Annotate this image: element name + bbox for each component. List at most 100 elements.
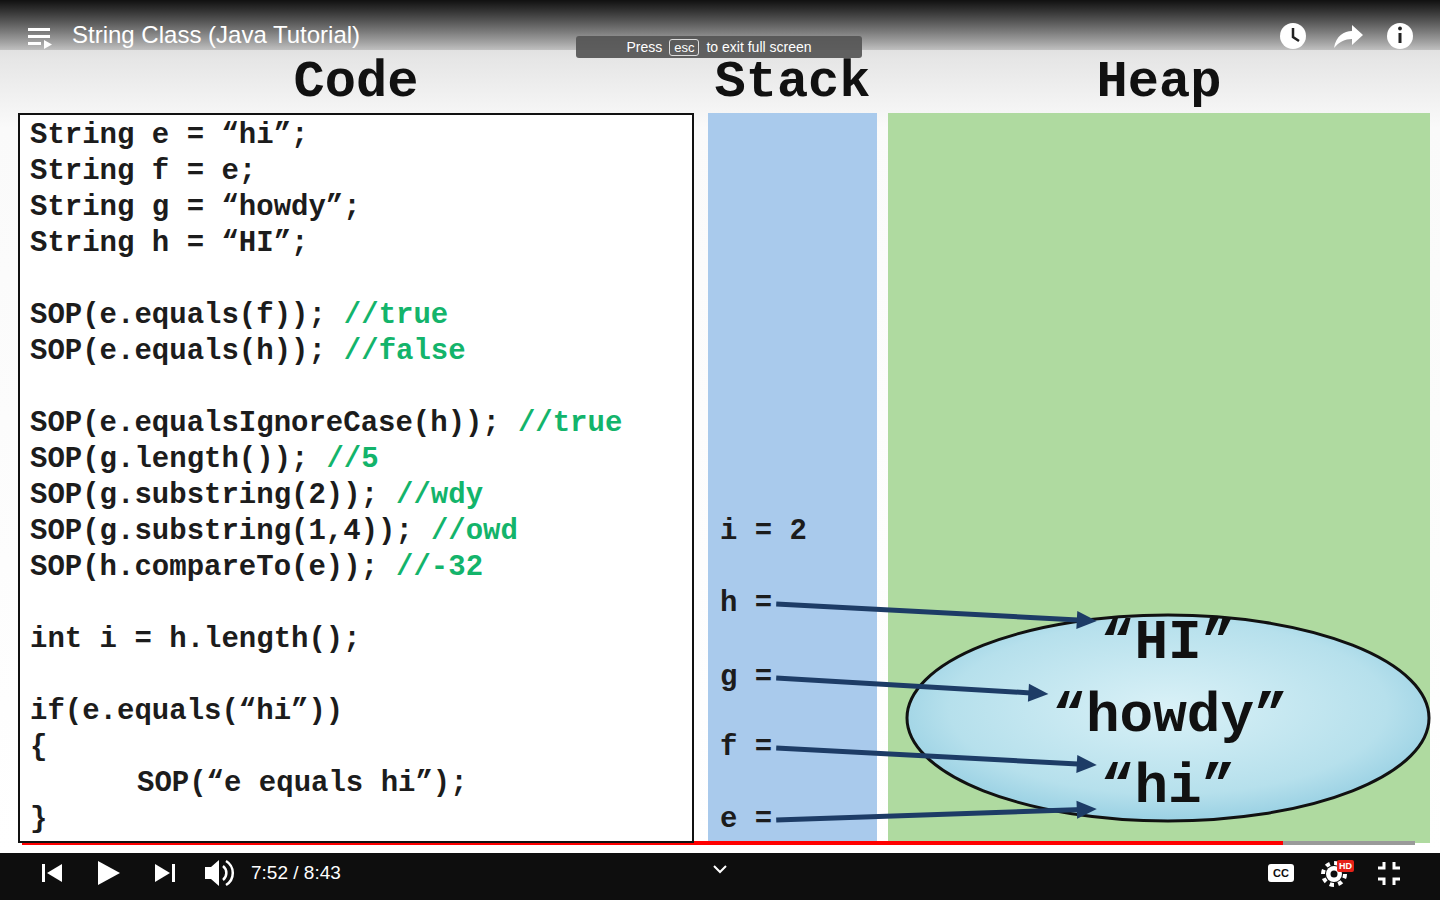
reference-line: [776, 678, 1034, 693]
code-text: SOP(“e equals hi”);: [137, 767, 468, 800]
code-line: SOP(g.substring(1,4)); //owd: [30, 514, 518, 550]
panel-heading: Heap: [888, 57, 1430, 109]
code-text: String g = “howdy”;: [30, 191, 361, 224]
code-line: String f = e;: [30, 154, 256, 190]
hint-text: Press: [626, 38, 662, 56]
variable-name: h =: [720, 587, 772, 620]
code-line: String h = “HI”;: [30, 226, 308, 262]
code-text: String f = e;: [30, 155, 256, 188]
reference-arrow: [776, 604, 1097, 629]
fullscreen-hint: Pressescto exit full screen: [576, 36, 862, 58]
code-text: }: [30, 803, 47, 836]
variable-name: f =: [720, 731, 772, 764]
code-line: SOP(e.equalsIgnoreCase(h)); //true: [30, 406, 622, 442]
code-comment: //false: [344, 335, 466, 368]
string-literal: “HI”: [1101, 611, 1235, 675]
code-line: String g = “howdy”;: [30, 190, 361, 226]
variable-name: g =: [720, 661, 772, 694]
stack-variable: h =: [716, 586, 776, 622]
code-line: SOP(e.equals(f)); //true: [30, 298, 448, 334]
code-text: SOP(e.equals(h));: [30, 335, 326, 368]
stack-variable: e =: [716, 802, 776, 838]
code-text: if(e.equals(“hi”)): [30, 695, 343, 728]
captions-button: CC: [1268, 864, 1294, 882]
heap-panel: Heap“HI”“howdy”“hi”: [888, 113, 1430, 843]
clock-hands: [1293, 28, 1299, 41]
heap-panel-fill: [888, 113, 1430, 843]
code-comment: //true: [518, 407, 622, 440]
menu-icon: [28, 35, 50, 38]
code-text: String e = “hi”;: [30, 119, 308, 152]
hint-text: to exit full screen: [706, 38, 811, 56]
next-icon: [172, 864, 175, 882]
string-literal: “hi”: [1101, 755, 1235, 819]
code-line: SOP(g.length());//5: [30, 442, 379, 478]
stack-variable: f =: [716, 730, 776, 766]
info-icon-stem: [1399, 33, 1402, 43]
previous-icon: [42, 864, 45, 882]
share-icon: [1334, 25, 1363, 48]
code-text: SOP(e.equals(f));: [30, 299, 326, 332]
arrow-head: [1076, 801, 1096, 819]
code-comment: //wdy: [396, 479, 483, 512]
code-text: SOP(g.length());: [30, 443, 308, 476]
play-icon: [98, 861, 120, 885]
video-title: String Class (Java Tutorial): [72, 20, 360, 50]
clock-icon: [1280, 23, 1306, 49]
code-line: if(e.equals(“hi”)): [30, 694, 343, 730]
panel-heading: Stack: [708, 57, 877, 109]
string-object: “hi”: [1097, 757, 1239, 817]
stack-panel: Stacki = 2h =g =f =e =: [708, 113, 877, 843]
reference-line: [776, 748, 1083, 764]
slide-ground: [0, 0, 1440, 853]
volume-wave: [223, 866, 226, 880]
code-text: SOP(e.equalsIgnoreCase(h));: [30, 407, 500, 440]
string-object: “HI”: [1097, 613, 1239, 673]
reference-arrow: [776, 801, 1097, 820]
chevron-icon: [714, 866, 726, 872]
info-icon: [1387, 23, 1413, 49]
code-line: {: [30, 730, 47, 766]
code-text: SOP(g.substring(1,4));: [30, 515, 413, 548]
code-line: SOP(h.compareTo(e));//-32: [30, 550, 483, 586]
next-icon: [155, 864, 170, 882]
code-comment: //owd: [431, 515, 518, 548]
code-panel: CodeString e = “hi”;String f = e;String …: [18, 113, 694, 843]
code-line: SOP(g.substring(2)); //wdy: [30, 478, 483, 514]
variable-name: i = 2: [720, 515, 807, 548]
string-literal: “howdy”: [1052, 684, 1287, 748]
panel-heading: Code: [18, 57, 694, 109]
control-bar: [0, 853, 1440, 900]
code-comment: //true: [344, 299, 448, 332]
volume-icon: [205, 860, 219, 886]
code-line: int i = h.length();: [30, 622, 361, 658]
code-text: SOP(h.compareTo(e));: [30, 551, 378, 584]
quality-badge: HD: [1337, 860, 1354, 872]
stack-variable: g =: [716, 660, 776, 696]
arrow-head: [1028, 684, 1048, 702]
reference-arrow: [776, 678, 1048, 702]
arrow-head: [1076, 611, 1096, 629]
volume-wave: [226, 861, 233, 885]
menu-icon: [28, 42, 41, 45]
exit-fullscreen-icon: [1378, 862, 1400, 885]
code-line: SOP(“e equals hi”);: [137, 766, 468, 802]
code-text: int i = h.length();: [30, 623, 361, 656]
variable-name: e =: [720, 803, 772, 836]
code-line: SOP(e.equals(h)); //false: [30, 334, 466, 370]
reference-line: [776, 809, 1083, 820]
reference-arrow: [776, 748, 1097, 773]
info-icon-dot: [1398, 27, 1402, 31]
stack-panel-fill: [708, 113, 877, 843]
code-text: SOP(g.substring(2));: [30, 479, 378, 512]
stack-variable: i = 2: [716, 514, 811, 550]
previous-icon: [47, 864, 62, 882]
fullscreen-hint-box: [576, 36, 862, 58]
settings-gear-hole: [1331, 871, 1338, 878]
reference-line: [776, 604, 1083, 620]
code-line: String e = “hi”;: [30, 118, 308, 154]
arrow-head: [1076, 755, 1096, 773]
code-line: }: [30, 802, 47, 838]
